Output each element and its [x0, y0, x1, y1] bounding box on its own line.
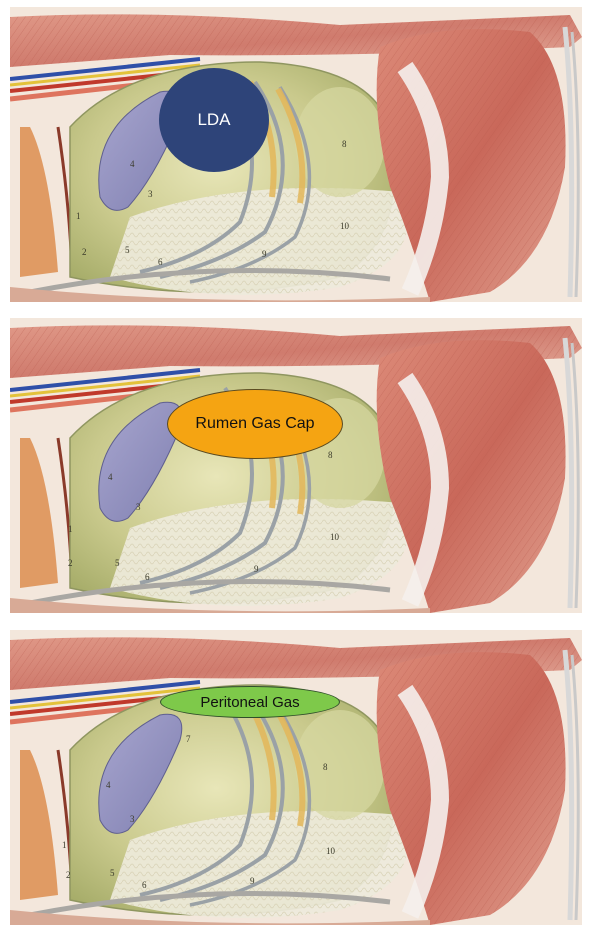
label-number: 1 — [68, 524, 73, 534]
label-number: 8 — [323, 762, 328, 772]
label-number: 7 — [186, 734, 191, 744]
label-number: 5 — [110, 868, 115, 878]
rumen-gas-cap-label: Rumen Gas Cap — [195, 415, 314, 433]
panel-rumen-gas-cap: 4 3 8 10 9 1 2 5 6 Rumen Gas Cap — [10, 318, 582, 613]
peritoneal-gas-oval: Peritoneal Gas — [160, 686, 340, 718]
label-number: 10 — [326, 846, 336, 856]
label-number: 10 — [330, 532, 340, 542]
lda-label: LDA — [197, 110, 230, 130]
label-number: 3 — [136, 502, 141, 512]
label-number: 10 — [340, 221, 350, 231]
label-number: 9 — [254, 564, 259, 574]
label-number: 9 — [250, 876, 255, 886]
anatomy-illustration: 4 3 8 10 9 1 2 5 6 — [10, 318, 582, 613]
label-number: 6 — [145, 572, 150, 582]
label-number: 5 — [125, 245, 130, 255]
panel-peritoneal-gas: 4 3 7 8 10 9 1 2 5 6 Peritoneal Gas — [10, 630, 582, 930]
label-number: 6 — [158, 257, 163, 267]
lda-circle: LDA — [159, 68, 269, 172]
label-number: 4 — [106, 780, 111, 790]
label-number: 6 — [142, 880, 147, 890]
label-number: 4 — [108, 472, 113, 482]
label-number: 1 — [76, 211, 81, 221]
label-number: 9 — [262, 249, 267, 259]
label-number: 4 — [130, 159, 135, 169]
rumen-gas-cap-oval: Rumen Gas Cap — [167, 389, 343, 459]
label-number: 8 — [328, 450, 333, 460]
anatomy-illustration: 4 3 8 10 9 1 2 5 6 — [10, 7, 582, 304]
label-number: 2 — [66, 870, 71, 880]
label-number: 5 — [115, 558, 120, 568]
label-number: 3 — [130, 814, 135, 824]
anatomy-illustration: 4 3 7 8 10 9 1 2 5 6 — [10, 630, 582, 930]
panel-lda: 4 3 8 10 9 1 2 5 6 LDA — [10, 7, 582, 304]
label-number: 8 — [342, 139, 347, 149]
label-number: 2 — [82, 247, 87, 257]
peritoneal-gas-label: Peritoneal Gas — [200, 694, 299, 711]
label-number: 3 — [148, 189, 153, 199]
label-number: 2 — [68, 558, 73, 568]
label-number: 1 — [62, 840, 67, 850]
